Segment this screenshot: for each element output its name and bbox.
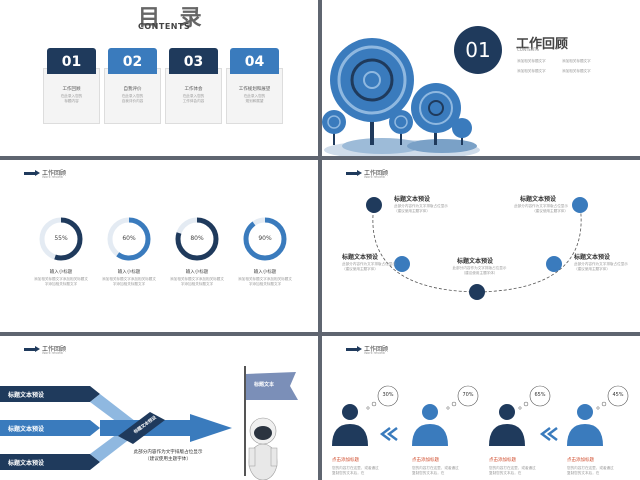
progress-ring-2: 60% <box>106 216 152 262</box>
timeline-node <box>546 256 562 272</box>
person-label: 点击添加标题 <box>489 458 516 463</box>
timeline-arc <box>366 197 588 300</box>
header-arrow-icon <box>346 346 362 352</box>
ring-label: 输入小标题 <box>253 270 277 275</box>
people-illustration <box>332 385 629 446</box>
person-icon-3 <box>489 404 525 446</box>
progress-ring-1: 55% <box>38 216 84 262</box>
converging-arrows <box>0 366 298 480</box>
person-icon-1 <box>332 404 368 446</box>
toc-item-4: 04 工作规划和展望 在此录入您的 规划和展望 <box>226 48 283 124</box>
ring-label: 输入小标题 <box>49 270 73 275</box>
header-subtitle: Work review <box>364 175 385 179</box>
ring-desc: 添加相关标题文字添加相关标题文字添加相关标题文字 <box>238 277 292 286</box>
timeline-desc: 此部分内容作为文字排版占位显示 （建议使用主题字体） <box>452 266 507 275</box>
bubble-percent: 30% <box>382 392 394 398</box>
header-title: 工作回顾 <box>42 170 67 177</box>
timeline-node <box>469 284 485 300</box>
header-arrow-icon <box>24 170 40 176</box>
toc-desc: 在此录入您的 标题内容 <box>60 94 83 103</box>
bubble-percent: 45% <box>612 392 624 398</box>
toc-item-1: 01 工作回顾 在此录入您的 标题内容 <box>43 48 100 124</box>
slide-thumbnail-1[interactable]: 目 录 CONTENTS 01 工作回顾 在此录入您的 标题内容 02 自我评价… <box>0 0 318 156</box>
header-subtitle: Work review <box>42 175 63 179</box>
toc-title: 目 录 <box>138 6 208 31</box>
center-text: 此部分内容作为文字排版占位显示 （建议使用主题字体） <box>133 450 203 462</box>
timeline-heading: 标题文本预设 <box>394 196 431 203</box>
person-label: 点击添加标题 <box>332 458 359 463</box>
person-desc: 您的内容打在这里，或者通过复制您的文本后，在 <box>412 466 459 475</box>
timeline-heading: 标题文本预设 <box>342 254 379 261</box>
timeline-heading: 标题文本预设 <box>457 258 494 265</box>
toc-desc: 在此录入您的 自我评价内容 <box>121 94 144 103</box>
timeline-heading: 标题文本预设 <box>574 254 611 261</box>
person-label: 点击添加标题 <box>567 458 594 463</box>
timeline-node <box>572 197 588 213</box>
slide-thumbnail-5[interactable]: 工作回顾 Work review 标题文本预设 标题文本预设 标题文本预设 标题… <box>0 336 318 480</box>
timeline-heading: 标题文本预设 <box>520 196 557 203</box>
slide-thumbnail-2[interactable]: 01 工作回顾 CONTENTS 添加相关标题文字 添加相关标题文字 添加相关标… <box>322 0 640 156</box>
arrow-label: 标题文本预设 <box>8 426 45 433</box>
section-desc-left: 添加相关标题文字 添加相关标题文字 <box>517 59 546 73</box>
person-desc: 您的内容打在这里，或者通过复制您的文本后，在 <box>332 466 379 475</box>
toc-desc: 在此录入您的 工作体会内容 <box>182 94 205 103</box>
header-title: 工作回顾 <box>364 170 389 177</box>
progress-ring-3: 80% <box>174 216 220 262</box>
section-desc-right: 添加相关标题文字 添加相关标题文字 <box>562 59 591 73</box>
toc-item-3: 03 工作体会 在此录入您的 工作体会内容 <box>165 48 222 124</box>
toc-item-2: 02 自我评价 在此录入您的 自我评价内容 <box>104 48 161 124</box>
timeline-node <box>394 256 410 272</box>
timeline-node <box>366 197 382 213</box>
header-subtitle: Work review <box>42 351 63 355</box>
person-desc: 您的内容打在这里，或者通过复制您的文本后，在 <box>489 466 536 475</box>
toc-label: 工作体会 <box>184 87 203 92</box>
toc-number: 01 <box>47 48 96 74</box>
section-subtitle: CONTENTS <box>517 47 539 52</box>
toc-label: 工作回顾 <box>62 87 81 92</box>
timeline-desc: 此部分内容作为文字排版占位显示 （建议使用主题字体） <box>342 262 396 271</box>
bubble-percent: 65% <box>534 392 546 398</box>
header-title: 工作回顾 <box>42 346 67 353</box>
slide-thumbnail-6[interactable]: 工作回顾 Work review 30% 70% 65% 45% 点击添加标题 … <box>322 336 640 480</box>
header-arrow-icon <box>346 170 362 176</box>
section-number-badge: 01 <box>454 26 502 74</box>
toc-number: 04 <box>230 48 279 74</box>
person-icon-4 <box>567 404 603 446</box>
section-title: 工作回顾 <box>516 37 569 52</box>
header-arrow-icon <box>24 346 40 352</box>
timeline-desc: 此部分内容作为文字排版占位显示 （建议使用主题字体） <box>514 204 568 213</box>
toc-number: 03 <box>169 48 218 74</box>
header-title: 工作回顾 <box>364 346 389 353</box>
progress-ring-4: 90% <box>242 216 288 262</box>
tree-illustration <box>322 38 480 156</box>
toc-desc: 在此录入您的 规划和展望 <box>243 94 266 103</box>
timeline-desc: 此部分内容作为文字排版占位显示 （建议使用主题字体） <box>394 204 448 213</box>
ring-label: 输入小标题 <box>185 270 209 275</box>
toc-label: 工作规划和展望 <box>238 87 271 92</box>
person-label: 点击添加标题 <box>412 458 439 463</box>
bubble-percent: 70% <box>462 392 474 398</box>
arrow-label: 标题文本预设 <box>8 460 45 467</box>
slide-thumbnail-4[interactable]: 工作回顾 Work review 标题文本预设 此部分内容作为文字排版占位显示 … <box>322 160 640 332</box>
flag-text: 标题文本 <box>254 382 275 388</box>
toc-number: 02 <box>108 48 157 74</box>
header-subtitle: Work review <box>364 351 385 355</box>
ring-label: 输入小标题 <box>117 270 141 275</box>
person-icon-2 <box>412 404 448 446</box>
arrow-label: 标题文本预设 <box>8 392 45 399</box>
slide-thumbnail-3[interactable]: 工作回顾 Work review 55% 60% 80% 90% 输入小标题 输… <box>0 160 318 332</box>
toc-label: 自我评价 <box>123 87 142 92</box>
toc-subtitle: CONTENTS <box>138 22 191 31</box>
ring-desc: 添加相关标题文字添加相关标题文字添加相关标题文字 <box>170 277 224 286</box>
ring-desc: 添加相关标题文字添加相关标题文字添加相关标题文字 <box>102 277 156 286</box>
timeline-desc: 此部分内容作为文字排版占位显示 （建议使用主题字体） <box>574 262 628 271</box>
ring-desc: 添加相关标题文字添加相关标题文字添加相关标题文字 <box>34 277 88 286</box>
person-desc: 您的内容打在这里，或者通过复制您的文本后，在 <box>567 466 614 475</box>
